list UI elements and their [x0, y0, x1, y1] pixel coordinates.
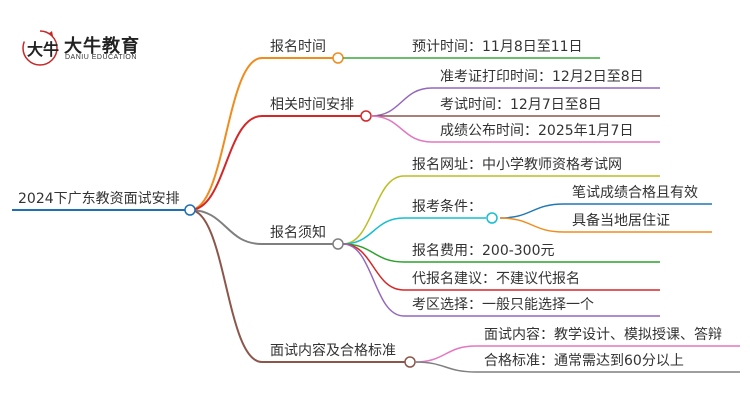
- branch-connector: [189, 115, 263, 211]
- child-connector: [342, 217, 405, 245]
- child-label: 成绩公布时间：2025年1月7日: [440, 123, 634, 139]
- child-label: 面试内容：教学设计、模拟授课、答辩: [484, 327, 722, 343]
- child-connector: [342, 243, 405, 317]
- child-connector: [370, 87, 433, 117]
- child-label: 考区选择：一般只能选择一个: [412, 297, 594, 313]
- child-connector: [370, 115, 433, 143]
- branch-node: [404, 356, 416, 368]
- grandchild-connector: [499, 217, 565, 233]
- child-label: 考试时间：12月7日至8日: [440, 97, 602, 113]
- child-label: 合格标准：通常需达到60分以上: [484, 353, 684, 369]
- root-label: 2024下广东教资面试安排: [18, 191, 180, 207]
- logo-title: 大牛教育: [64, 36, 140, 57]
- branch-node: [332, 238, 344, 250]
- logo: 大牛 大牛教育 DANIU EDUCATION: [20, 28, 170, 72]
- branch-label: 面试内容及合格标准: [270, 343, 396, 359]
- child-label: 报名网址：中小学教师资格考试网: [412, 157, 622, 173]
- branch-connector: [189, 209, 263, 363]
- branch-label: 报名时间: [270, 39, 326, 55]
- branch-node: [332, 52, 344, 64]
- grandchild-connector: [499, 203, 565, 219]
- child-label: 报考条件：: [412, 199, 482, 215]
- root-node: [184, 204, 196, 216]
- child-label: 代报名建议：不建议代报名: [412, 271, 580, 287]
- sub-node: [486, 212, 498, 224]
- logo-subtitle: DANIU EDUCATION: [65, 54, 137, 61]
- child-label: 报名费用：200-300元: [412, 243, 555, 259]
- child-label: 准考证打印时间：12月2日至8日: [440, 69, 644, 85]
- child-label: 预计时间：11月8日至11日: [412, 39, 583, 55]
- branch-connector: [189, 209, 263, 245]
- branch-node: [360, 110, 372, 122]
- branch-label: 报名须知: [270, 225, 326, 241]
- branch-label: 相关时间安排: [270, 97, 354, 113]
- child-connector: [342, 243, 405, 291]
- grandchild-label: 具备当地居住证: [572, 213, 670, 229]
- logo-glyph: 大牛: [27, 40, 59, 59]
- grandchild-label: 笔试成绩合格且有效: [572, 185, 698, 201]
- child-connector: [414, 361, 477, 373]
- child-connector: [342, 175, 405, 245]
- child-connector: [414, 345, 477, 363]
- branch-connector: [189, 57, 263, 211]
- logo-mark-icon: 大牛: [22, 30, 59, 66]
